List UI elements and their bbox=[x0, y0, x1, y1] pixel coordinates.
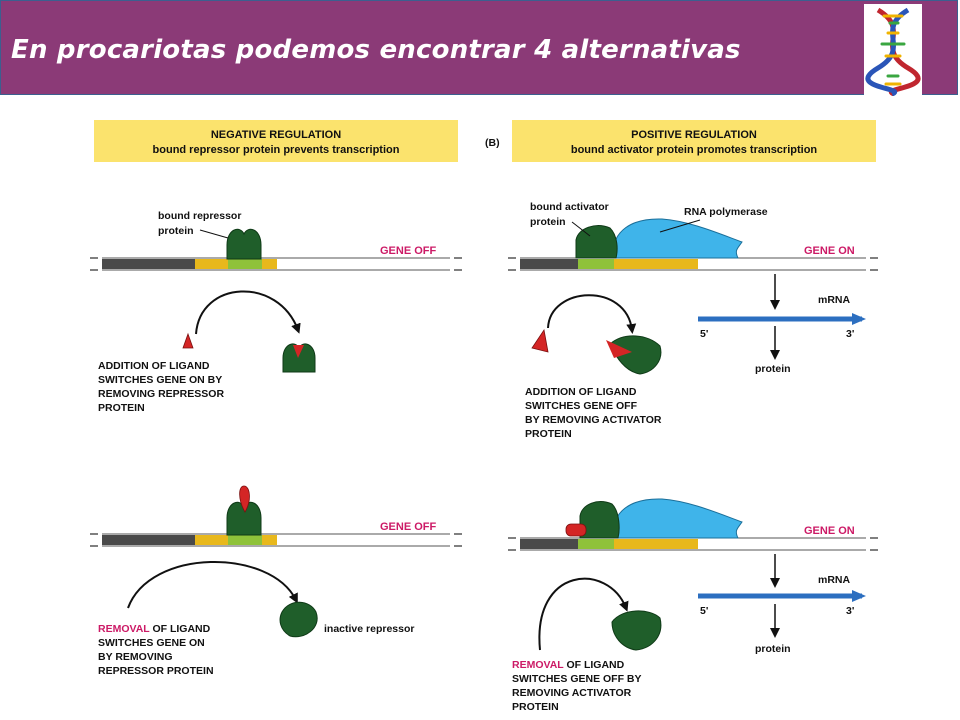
svg-text:SWITCHES GENE ON BY: SWITCHES GENE ON BY bbox=[98, 374, 222, 386]
negative-regulation-banner: NEGATIVE REGULATION bound repressor prot… bbox=[94, 120, 458, 162]
bound-activator-protein bbox=[575, 225, 618, 259]
negative-banner-title: NEGATIVE REGULATION bbox=[211, 129, 341, 141]
bound-repressor-label: bound repressor bbox=[158, 210, 241, 222]
svg-text:REMOVAL OF LIGAND: REMOVAL OF LIGAND bbox=[98, 623, 211, 635]
gene-on-label-bottom: GENE ON bbox=[804, 525, 855, 537]
bound-activator-label: bound activator bbox=[530, 201, 609, 213]
rna-polymerase bbox=[611, 218, 743, 259]
bound-activator-label-2: protein bbox=[530, 216, 566, 228]
five-prime-label-bottom: 5' bbox=[700, 605, 708, 617]
svg-text:REMOVING REPRESSOR: REMOVING REPRESSOR bbox=[98, 388, 224, 400]
negative-top-caption: ADDITION OF LIGAND SWITCHES GENE ON BY R… bbox=[98, 360, 224, 414]
mrna-label-bottom: mRNA bbox=[818, 574, 851, 586]
positive-top-caption: ADDITION OF LIGAND SWITCHES GENE OFF BY … bbox=[525, 386, 662, 440]
ligand-on-activator bbox=[565, 523, 587, 537]
bound-ligand bbox=[293, 345, 304, 358]
svg-text:REMOVING ACTIVATOR: REMOVING ACTIVATOR bbox=[512, 687, 632, 699]
svg-text:ADDITION OF LIGAND: ADDITION OF LIGAND bbox=[98, 360, 210, 372]
ligand bbox=[182, 332, 194, 349]
positive-regulation-banner: POSITIVE REGULATION bound activator prot… bbox=[512, 120, 876, 162]
ligand-removal-arrow-positive bbox=[538, 577, 629, 651]
bound-ligand-positive bbox=[606, 340, 632, 358]
negative-top-dna-strand bbox=[90, 257, 462, 271]
rna-polymerase-bottom bbox=[611, 498, 743, 539]
svg-text:SWITCHES GENE OFF: SWITCHES GENE OFF bbox=[525, 400, 638, 412]
five-prime-label: 5' bbox=[700, 328, 708, 340]
three-prime-label: 3' bbox=[846, 328, 854, 340]
negative-bottom-caption: REMOVAL OF LIGAND SWITCHES GENE ON BY RE… bbox=[98, 623, 214, 677]
svg-text:BY REMOVING ACTIVATOR: BY REMOVING ACTIVATOR bbox=[525, 414, 662, 426]
negative-bottom-dna-strand bbox=[90, 533, 462, 547]
ligand-on-repressor bbox=[239, 485, 250, 513]
svg-text:PROTEIN: PROTEIN bbox=[525, 428, 572, 440]
gene-state-label-bottom: GENE OFF bbox=[380, 521, 437, 533]
svg-text:PROTEIN: PROTEIN bbox=[512, 701, 559, 713]
ligand-addition-arrow bbox=[195, 290, 301, 335]
svg-text:SWITCHES GENE ON: SWITCHES GENE ON bbox=[98, 637, 205, 649]
inactive-repressor-label: inactive repressor bbox=[324, 623, 414, 635]
positive-banner-title: POSITIVE REGULATION bbox=[631, 129, 757, 141]
bound-repressor-protein bbox=[226, 228, 262, 260]
svg-text:REPRESSOR PROTEIN: REPRESSOR PROTEIN bbox=[98, 665, 214, 677]
svg-text:ADDITION OF LIGAND: ADDITION OF LIGAND bbox=[525, 386, 637, 398]
inactive-activator-protein bbox=[611, 610, 662, 651]
positive-bottom-caption: REMOVAL OF LIGAND SWITCHES GENE OFF BY R… bbox=[512, 659, 642, 713]
ligand-positive bbox=[531, 328, 549, 353]
activator-with-ligand bbox=[609, 335, 662, 375]
svg-text:BY REMOVING: BY REMOVING bbox=[98, 651, 172, 663]
gene-on-label: GENE ON bbox=[804, 245, 855, 257]
protein-label: protein bbox=[755, 363, 791, 375]
bound-activator-protein-bottom bbox=[579, 501, 620, 539]
ligand-removal-arrow bbox=[127, 561, 298, 609]
slide-header: En procariotas podemos encontrar 4 alter… bbox=[0, 0, 958, 97]
inactive-repressor-protein bbox=[279, 601, 318, 638]
bound-repressor-label-2: protein bbox=[158, 225, 194, 237]
svg-text:REMOVAL OF LIGAND: REMOVAL OF LIGAND bbox=[512, 659, 625, 671]
panel-letter-b: (B) bbox=[485, 137, 500, 149]
three-prime-label-bottom: 3' bbox=[846, 605, 854, 617]
positive-top-dna-strand bbox=[508, 257, 878, 271]
svg-text:PROTEIN: PROTEIN bbox=[98, 402, 145, 414]
negative-banner-subtitle: bound repressor protein prevents transcr… bbox=[153, 144, 400, 156]
gene-state-label: GENE OFF bbox=[380, 245, 437, 257]
mrna-label: mRNA bbox=[818, 294, 851, 306]
svg-text:SWITCHES GENE OFF BY: SWITCHES GENE OFF BY bbox=[512, 673, 642, 685]
positive-bottom-dna-strand bbox=[508, 537, 878, 551]
rna-polymerase-label: RNA polymerase bbox=[684, 206, 768, 218]
protein-label-bottom: protein bbox=[755, 643, 791, 655]
slide-title: En procariotas podemos encontrar 4 alter… bbox=[11, 35, 741, 65]
dna-double-helix-icon bbox=[864, 4, 922, 97]
activator-removal-arrow bbox=[547, 294, 637, 334]
positive-banner-subtitle: bound activator protein promotes transcr… bbox=[571, 144, 818, 156]
